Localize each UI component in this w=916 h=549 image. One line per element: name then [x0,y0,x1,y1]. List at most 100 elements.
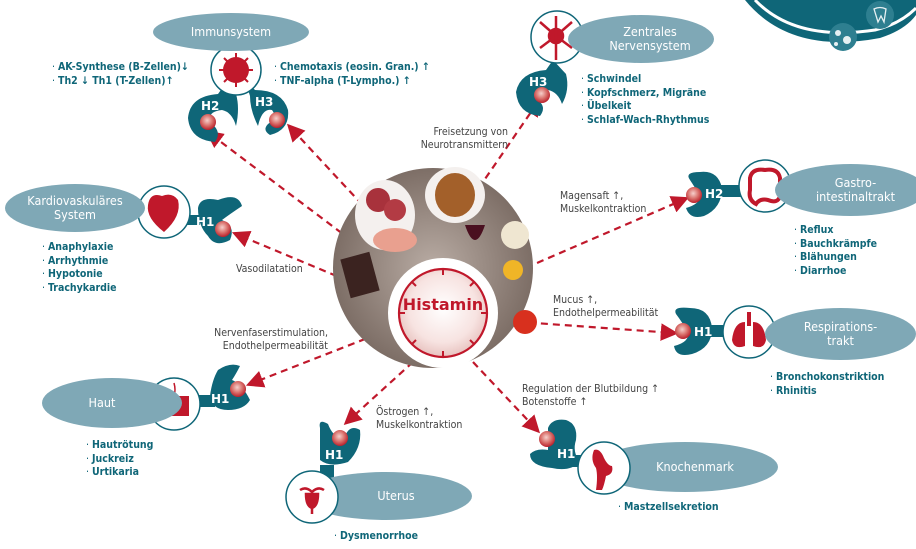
organ-title-line1: Respirations- [803,319,878,334]
arrow-to-zns [464,98,541,209]
organ-immunsystem: Immunsystem [153,13,309,51]
gastro-symptoms: Reflux Bauchkrämpfe Blähungen Diarrhoe [794,224,877,278]
svg-text:H1: H1 [325,448,343,462]
list-item: Schwindel [581,73,709,87]
effect-line: Magensaft ↑, [560,190,624,202]
svg-text:H1: H1 [196,215,214,229]
tooth-icon [866,1,894,29]
list-item: Reflux [794,224,877,238]
list-item: AK-Synthese (B-Zellen)↓ [52,61,189,75]
list-item: Diarrhoe [794,265,877,279]
heart-icon [147,194,179,232]
respiration-symptoms: Bronchokonstriktion Rhinitis [770,371,884,398]
kardio-symptoms: Anaphylaxie Arrhythmie Hypotonie Trachyk… [42,241,117,295]
svg-text:H1: H1 [211,392,229,406]
list-item: Arrhythmie [42,255,117,269]
receptor-kardio-h1: H1 [180,197,242,244]
zns-effect: Freisetzung von Neurotransmittern [400,126,508,152]
logo-arc-decoration [745,0,916,51]
organ-title-line1: Kardiovaskuläres [27,193,123,208]
knochenmark-symptoms: Mastzellsekretion [618,501,719,515]
svg-text:H2: H2 [201,99,219,113]
zns-symptoms: Schwindel Kopfschmerz, Migräne Übelkeit … [581,73,709,127]
organ-title: Immunsystem [190,24,272,39]
effect-line: Östrogen ↑, [376,406,434,418]
svg-text:H3: H3 [529,75,547,89]
organ-title-line1: Gastro- [834,175,877,190]
organ-title-line2: Nervensystem [609,38,691,53]
immun-left-list: AK-Synthese (B-Zellen)↓ Th2 ↓ Th1 (T-Zel… [52,61,189,88]
svg-text:H3: H3 [255,95,273,109]
haut-symptoms: Hautrötung Juckreiz Urtikaria [86,439,153,480]
receptor-knochenmark-h1: H1 [530,419,588,470]
effect-line: Muskelkontraktion [376,419,463,431]
uterus-effect: Östrogen ↑, Muskelkontraktion [376,406,462,432]
organ-kardio: Kardiovaskuläres System [5,184,145,232]
receptor-zns-h3: H3 [516,60,568,116]
list-item: Hautrötung [86,439,153,453]
organ-title-line2: System [54,207,96,222]
effect-line: Muskelkontraktion [560,203,647,215]
center-histamin-label: Histamin [402,295,484,314]
organ-gastro: Gastro- intestinaltrakt [775,164,916,216]
list-item: Schlaf-Wach-Rhythmus [581,114,709,128]
list-item: Anaphylaxie [42,241,117,255]
uterus-symptoms: Dysmenorrhoe [334,530,418,544]
receptor-haut-h1: H1 [195,364,250,410]
list-item: Dysmenorrhoe [334,530,418,544]
effect-line: Neurotransmittern [420,139,508,151]
organ-title-line2: trakt [827,333,854,348]
receptor-gastro-h2: H2 [686,171,742,217]
list-item: Urtikaria [86,466,153,480]
svg-text:H2: H2 [705,187,723,201]
organ-respiration: Respirations- trakt [765,308,916,360]
virus-icon [219,53,253,87]
effect-line: Endothelpermeabilität [222,340,328,352]
knochenmark-effect: Regulation der Blutbildung ↑ Botenstoffe… [522,383,659,409]
organ-title-line2: intestinaltrakt [816,189,895,204]
arrow-to-uterus [343,361,414,425]
effect-line: Mucus ↑, [553,294,598,306]
svg-text:H1: H1 [694,325,712,339]
arrow-to-knochenmark [472,361,541,434]
histamin-plate [388,258,498,368]
neuron-icon [539,16,573,60]
haut-effect: Nervenfaserstimulation, Endothelpermeabi… [190,327,328,353]
effect-line: Endothelpermeabilität [553,307,659,319]
list-item: TNF-alpha (T-Lympho.) ↑ [274,75,430,89]
list-item: Juckreiz [86,453,153,467]
list-item: Trachykardie [42,282,117,296]
list-item: Übelkeit [581,100,709,114]
organ-title: Knochenmark [656,459,734,474]
respiration-effect: Mucus ↑, Endothelpermeabilität [553,294,658,320]
list-item: Th2 ↓ Th1 (T-Zellen)↑ [52,75,189,89]
effect-line: Nervenfaserstimulation, [214,327,328,339]
effect-line: Freisetzung von [433,126,508,138]
list-item: Kopfschmerz, Migräne [581,87,709,101]
organ-title-line1: Zentrales [623,24,677,39]
organ-uterus: Uterus [300,472,472,520]
effect-line: Vasodilatation [236,263,303,275]
effect-line: Botenstoffe ↑ [522,396,588,408]
receptor-immun-h3: H3 [245,80,289,135]
organ-haut: Haut [42,378,182,428]
list-item: Hypotonie [42,268,117,282]
list-item: Bronchokonstriktion [770,371,884,385]
organ-knochenmark: Knochenmark [592,442,778,492]
organ-title: Haut [88,395,116,410]
list-item: Rhinitis [770,385,884,399]
immun-right-list: Chemotaxis (eosin. Gran.) ↑ TNF-alpha (T… [274,61,430,88]
svg-text:H1: H1 [557,447,575,461]
effect-line: Regulation der Blutbildung ↑ [522,383,660,395]
list-item: Blähungen [794,251,877,265]
receptor-immun-h2: H2 [188,80,238,142]
pollen-icon [829,23,857,51]
organ-zns: Zentrales Nervensystem [568,15,714,63]
list-item: Chemotaxis (eosin. Gran.) ↑ [274,61,430,75]
gastro-effect: Magensaft ↑, Muskelkontraktion [560,190,646,216]
list-item: Mastzellsekretion [618,501,719,515]
list-item: Bauchkrämpfe [794,238,877,252]
organ-title: Uterus [377,488,415,503]
kardio-effect: Vasodilatation [236,263,303,276]
